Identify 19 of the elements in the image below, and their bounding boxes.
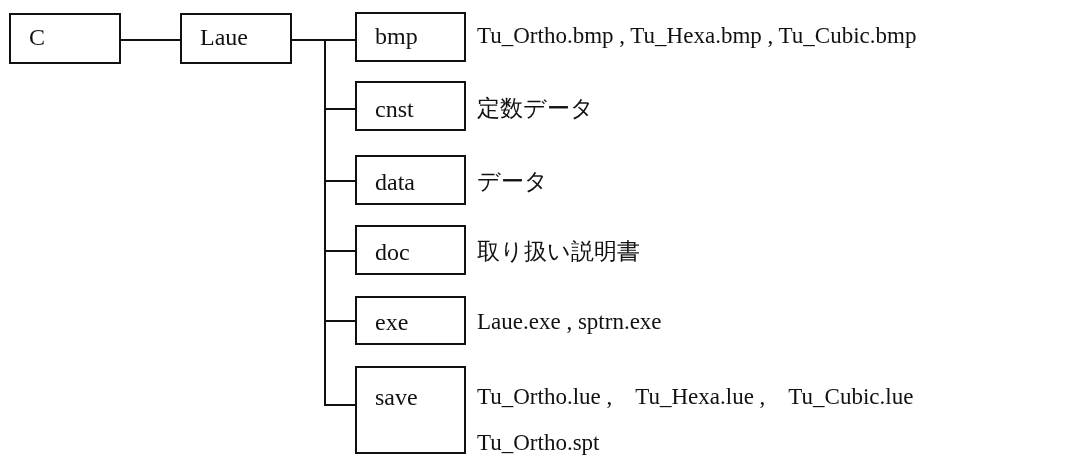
file-description: Laue.exe , sptrn.exe	[477, 309, 662, 335]
file-description: Tu_Ortho.bmp , Tu_Hexa.bmp , Tu_Cubic.bmp	[477, 23, 917, 49]
folder-name: save	[375, 384, 418, 410]
file-description: 定数データ	[477, 96, 594, 122]
file-description: Tu_Ortho.spt	[477, 430, 600, 455]
folder-name: bmp	[375, 23, 418, 49]
folder-name: cnst	[375, 96, 414, 122]
connector-line	[291, 39, 356, 406]
folder-name: exe	[375, 309, 409, 335]
connector-line	[120, 39, 181, 41]
file-description: データ	[477, 169, 548, 195]
folder-name: doc	[375, 239, 410, 265]
file-description: Tu_Ortho.lue , Tu_Hexa.lue , Tu_Cubic.lue	[477, 384, 914, 410]
file-description: 取り扱い説明書	[477, 239, 640, 265]
folder-name: C	[29, 24, 45, 50]
folder-box	[9, 13, 121, 64]
folder-box	[180, 13, 292, 64]
folder-name: Laue	[200, 24, 248, 50]
folder-name: data	[375, 169, 415, 195]
